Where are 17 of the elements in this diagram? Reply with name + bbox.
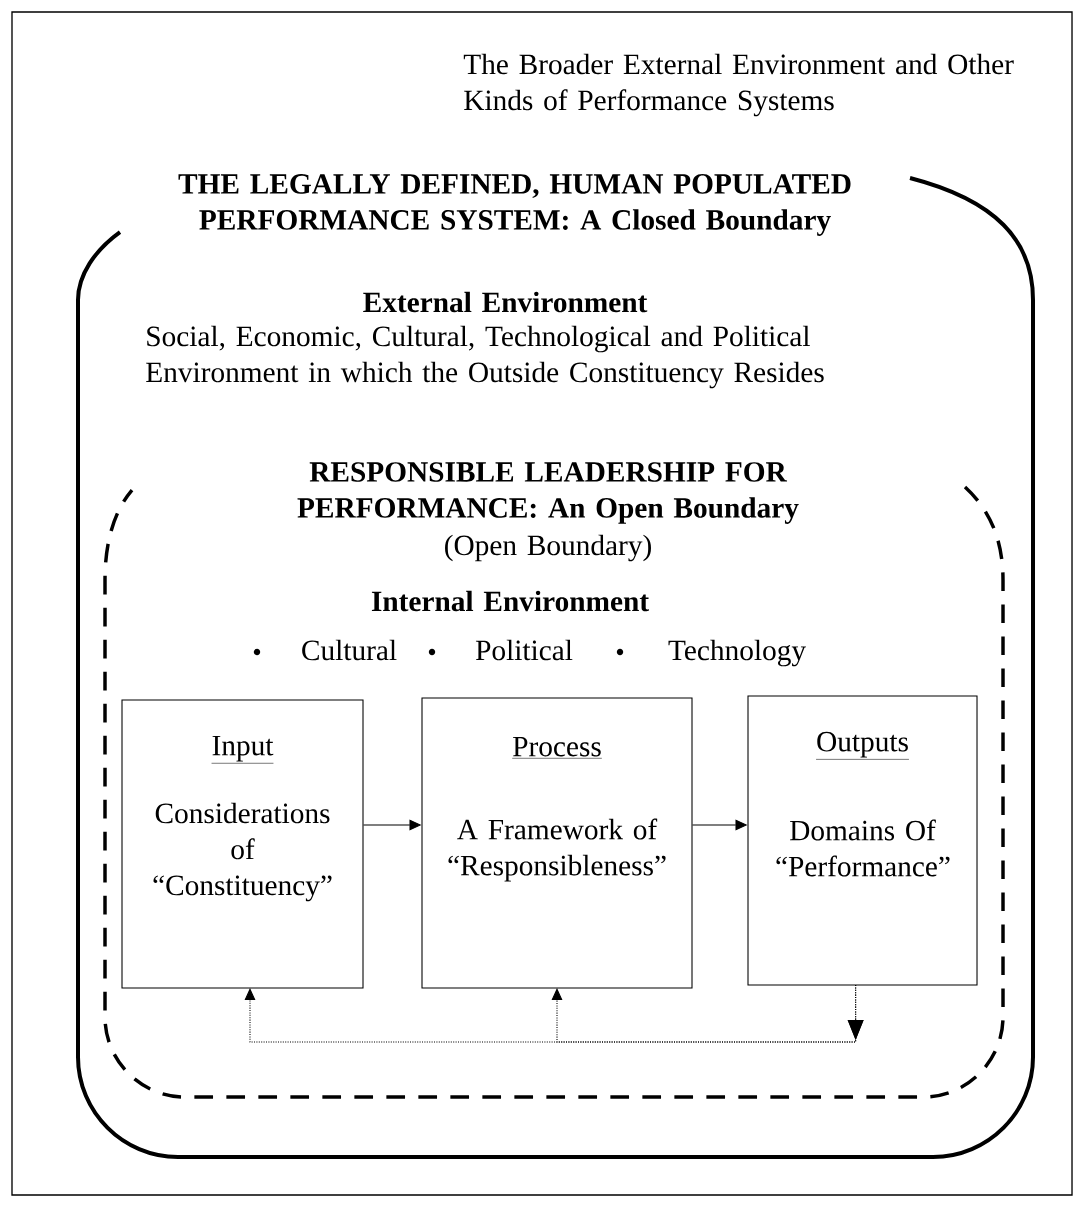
box-heading: Process: [511, 736, 603, 759]
box-heading: Input: [211, 735, 274, 764]
list-item: Technology: [668, 639, 806, 667]
section-heading: Internal Environment: [371, 590, 649, 612]
box-text: Considerations of “Constituency”: [153, 802, 332, 902]
arrow: [551, 984, 864, 1043]
subheading: (Open Boundary): [445, 534, 651, 562]
boundary-heading: RESPONSIBLE LEADERSHIP FOR PERFORMANCE: An Open Boundary: [297, 462, 799, 524]
list-item: Political: [475, 639, 573, 661]
list-item: Cultural: [302, 639, 397, 661]
description-text: Social, Economic, Cultural, Technological and Political Environment in which the Outside Constituency Resides: [146, 325, 824, 389]
box-text: A Framework of “Responsibleness”: [448, 818, 666, 882]
section-heading: External Environment: [363, 291, 648, 313]
box-heading: Outputs: [815, 731, 910, 760]
box-text: Domains Of “Performance”: [776, 819, 950, 877]
caption-text: The Broader External Environment and Other Kinds of Performance Systems: [463, 53, 1014, 117]
boundary-heading: THE LEGALLY DEFINED, HUMAN POPULATED PERFORMANCE SYSTEM: A Closed Boundary: [178, 174, 851, 236]
